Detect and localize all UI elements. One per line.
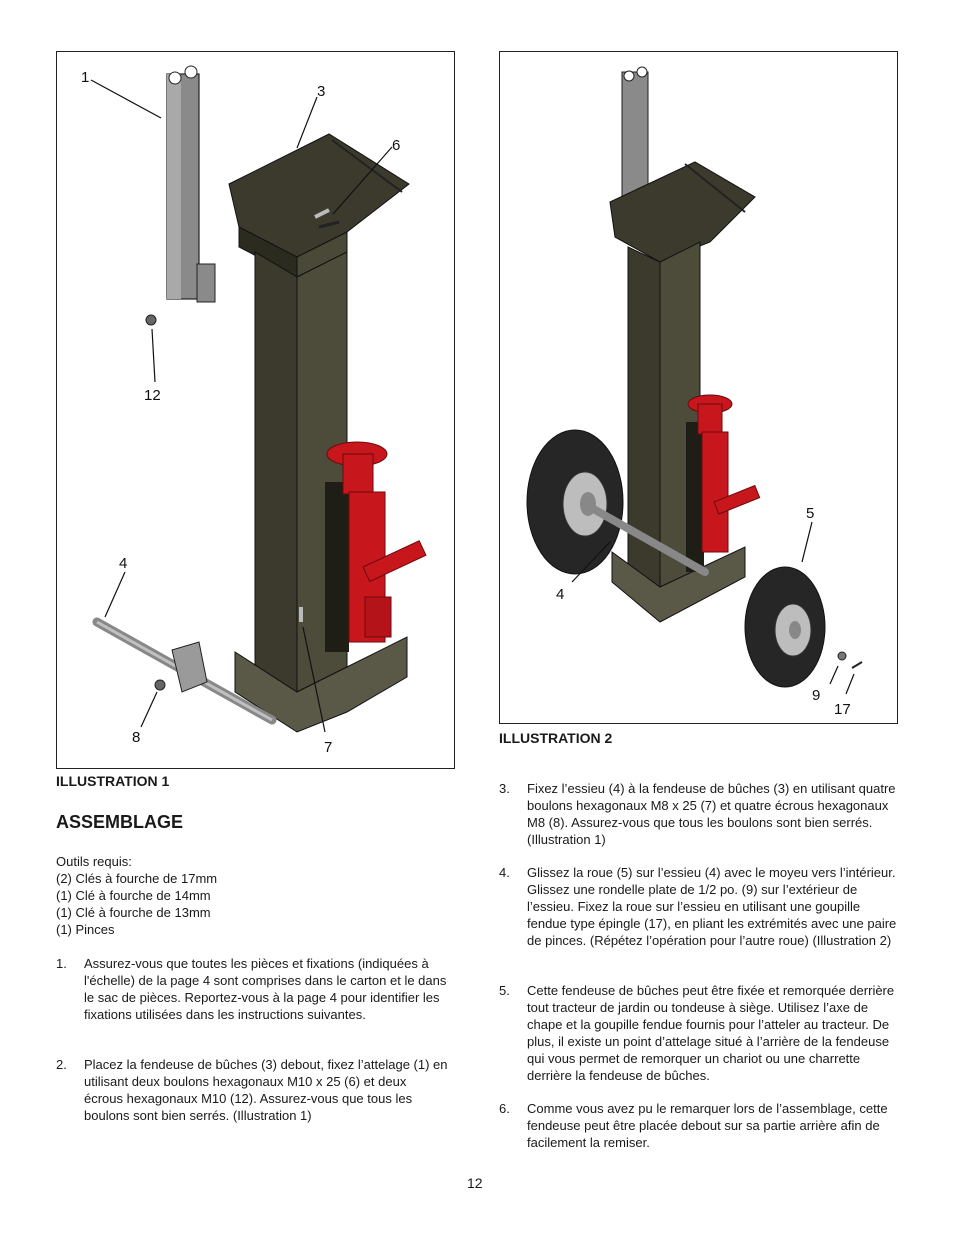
tool-item: (2) Clés à fourche de 17mm: [56, 871, 218, 886]
step-number: 2.: [56, 1057, 67, 1072]
wheel-left-part: [526, 429, 624, 575]
section-title: ASSEMBLAGE: [56, 812, 184, 832]
callout-17: 17: [834, 701, 851, 718]
step-text: Comme vous avez pu le remarquer lors de …: [527, 1101, 888, 1150]
callout-9: 9: [812, 687, 820, 704]
callout-6: 6: [392, 137, 400, 154]
illustration-2-caption: ILLUSTRATION 2: [499, 730, 613, 746]
nut-12-part: [145, 314, 157, 326]
hydraulic-jack-part: [326, 441, 427, 643]
callout-8: 8: [132, 729, 140, 746]
step-text: Placez la fendeuse de bûches (3) debout,…: [84, 1057, 448, 1123]
tools-heading: Outils requis:: [56, 854, 132, 869]
step-number: 3.: [499, 781, 510, 796]
callout-7: 7: [324, 739, 332, 756]
tool-item: (1) Clé à fourche de 13mm: [56, 905, 211, 920]
callout-4: 4: [119, 555, 127, 572]
step-text: Glissez la roue (5) sur l’essieu (4) ave…: [527, 865, 897, 948]
hitch-part: [166, 65, 216, 303]
illustration-1-drawing: 1 3 6 12 4 8 7: [81, 65, 427, 756]
tools-list: Outils requis: (2) Clés à fourche de 17m…: [56, 853, 456, 938]
nut-8-part: [154, 679, 166, 691]
illustration-2-drawing: 5 4 9 17: [526, 66, 863, 718]
illustration-2-frame: 5 4 9 17: [499, 51, 898, 724]
cotter-pin-17-part: [851, 661, 863, 669]
axle-part: [92, 617, 277, 725]
step-text: Assurez-vous que toutes les pièces et fi…: [84, 956, 447, 1022]
callout-3: 3: [317, 83, 325, 100]
assembled-jack-part: [687, 394, 761, 553]
assembled-axle-part: [586, 503, 709, 576]
beam-part: [325, 482, 349, 652]
wheel-right-part: [744, 566, 826, 688]
page-number: 12: [467, 1175, 483, 1191]
assembled-splitter-part: [609, 66, 756, 623]
tool-item: (1) Pinces: [56, 922, 115, 937]
callout-4: 4: [556, 586, 564, 603]
illustration-1-caption: ILLUSTRATION 1: [56, 773, 170, 789]
washer-9-part: [837, 651, 847, 661]
step-number: 6.: [499, 1101, 510, 1116]
callout-5: 5: [806, 505, 814, 522]
step-number: 4.: [499, 865, 510, 880]
tool-item: (1) Clé à fourche de 14mm: [56, 888, 211, 903]
callout-12: 12: [144, 387, 161, 404]
bolt-6-part: [314, 208, 330, 219]
step-text: Cette fendeuse de bûches peut être fixée…: [527, 983, 895, 1083]
step-number: 1.: [56, 956, 67, 971]
step-number: 5.: [499, 983, 510, 998]
callout-1: 1: [81, 69, 89, 86]
illustration-1-frame: 1 3 6 12 4 8 7: [56, 51, 455, 769]
step-text: Fixez l’essieu (4) à la fendeuse de bûch…: [527, 781, 896, 847]
